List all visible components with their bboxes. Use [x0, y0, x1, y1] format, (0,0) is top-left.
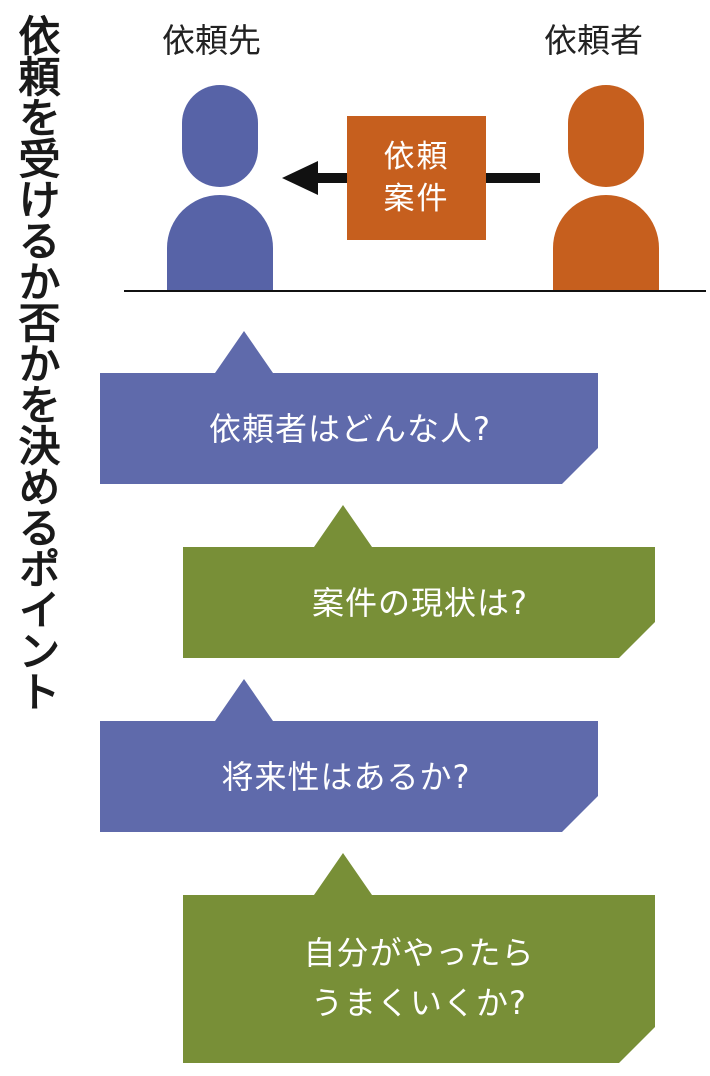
question-3-line-1: 将来性はあるか?: [221, 758, 471, 796]
question-1-text: 依頼者はどんな人?: [100, 404, 600, 454]
question-2-bubble: [183, 505, 655, 658]
question-1-line-1: 依頼者はどんな人?: [209, 410, 491, 448]
vertical-title: 依頼を受けるか否かを決めるポイント: [12, 14, 61, 711]
requester-body: [553, 195, 659, 291]
request-case-box: 依頼 案件: [347, 116, 486, 240]
recipient-head: [182, 85, 258, 187]
recipient-label: 依頼先: [162, 21, 261, 60]
case-box-line-1: 依頼: [383, 139, 450, 175]
question-1-bubble: [100, 331, 598, 484]
question-4-bubble: [183, 853, 655, 1063]
question-3-bubble: [100, 679, 598, 832]
case-box-line-2: 案件: [383, 181, 450, 217]
question-4-line-1: 自分がやったら: [303, 934, 535, 972]
arrow-head: [282, 161, 318, 195]
ground-line: [124, 290, 706, 292]
requester-head: [568, 85, 644, 187]
question-3-text: 将来性はあるか?: [96, 752, 596, 802]
question-4-text: 自分がやったら うまくいくか?: [185, 928, 653, 1028]
question-4-line-2: うまくいくか?: [311, 984, 527, 1022]
question-2-line-1: 案件の現状は?: [312, 584, 528, 622]
requester-label: 依頼者: [544, 21, 643, 60]
recipient-body: [167, 195, 273, 291]
question-2-text: 案件の現状は?: [185, 578, 655, 628]
